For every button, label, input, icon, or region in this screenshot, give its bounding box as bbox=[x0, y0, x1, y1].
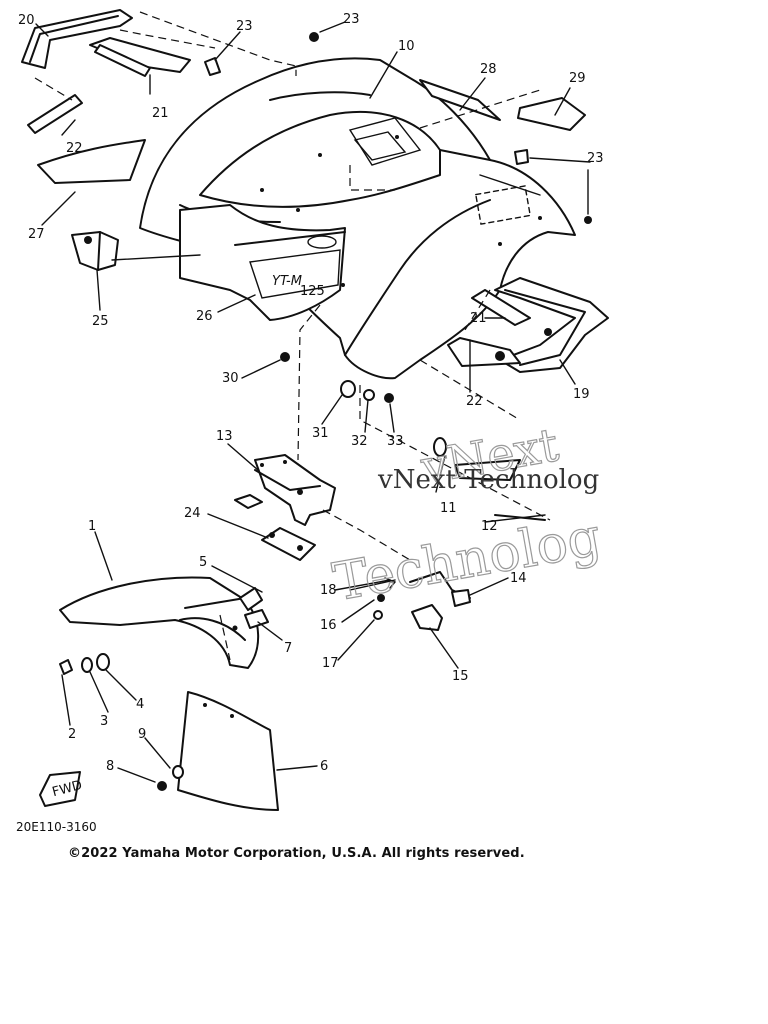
label-2: 2 bbox=[68, 727, 76, 742]
label-26: 26 bbox=[196, 309, 213, 324]
label-25: 25 bbox=[92, 314, 109, 329]
fasteners-bottom bbox=[59, 653, 184, 791]
part-mud-fender bbox=[59, 576, 269, 669]
label-14: 14 bbox=[510, 571, 527, 586]
part-pad-29 bbox=[517, 97, 586, 131]
part-grab-bar-right bbox=[447, 277, 609, 373]
part-decal: YT-M 125 bbox=[179, 204, 346, 321]
label-22b: 22 bbox=[466, 394, 483, 409]
label-8: 8 bbox=[106, 759, 114, 774]
part-strip-22-left bbox=[27, 94, 83, 134]
callout-labels: 20 21 22 27 23 23 10 28 29 23 25 26 30 2… bbox=[18, 12, 604, 774]
fasteners-top bbox=[204, 32, 592, 403]
label-1: 1 bbox=[88, 519, 96, 534]
label-18: 18 bbox=[320, 583, 337, 598]
label-10: 10 bbox=[398, 39, 415, 54]
label-23c: 23 bbox=[587, 151, 604, 166]
label-21b: 21 bbox=[470, 311, 487, 326]
label-13: 13 bbox=[216, 429, 233, 444]
label-30: 30 bbox=[222, 371, 239, 386]
part-bracket-13 bbox=[234, 454, 336, 526]
part-strip-28 bbox=[419, 79, 501, 121]
label-29: 29 bbox=[569, 71, 586, 86]
label-23a: 23 bbox=[236, 19, 253, 34]
part-switch bbox=[71, 231, 119, 271]
label-20: 20 bbox=[18, 13, 35, 28]
label-12: 12 bbox=[481, 519, 498, 534]
decal-number-text: 125 bbox=[300, 284, 325, 299]
part-plate-24 bbox=[261, 527, 316, 561]
label-11: 11 bbox=[440, 501, 457, 516]
label-17: 17 bbox=[322, 656, 339, 671]
part-grab-bar-left bbox=[21, 9, 191, 73]
label-27: 27 bbox=[28, 227, 45, 242]
label-24: 24 bbox=[184, 506, 201, 521]
label-33: 33 bbox=[387, 434, 404, 449]
part-strip-21-left bbox=[94, 44, 151, 77]
label-3: 3 bbox=[100, 714, 108, 729]
label-23b: 23 bbox=[343, 12, 360, 27]
label-32: 32 bbox=[351, 434, 368, 449]
watermark: vNext vNext Technolog Technolog bbox=[328, 417, 606, 614]
part-mud-flap bbox=[177, 691, 279, 811]
label-5: 5 bbox=[199, 555, 207, 570]
fwd-arrow: FWD bbox=[39, 771, 84, 807]
label-28: 28 bbox=[480, 62, 497, 77]
label-22a: 22 bbox=[66, 141, 83, 156]
watermark-line-2: vNext Technolog bbox=[377, 465, 599, 495]
label-6: 6 bbox=[320, 759, 328, 774]
part-rear-fender bbox=[139, 57, 576, 380]
label-4: 4 bbox=[136, 697, 144, 712]
label-9: 9 bbox=[138, 727, 146, 742]
label-7: 7 bbox=[284, 641, 292, 656]
label-19: 19 bbox=[573, 387, 590, 402]
label-21a: 21 bbox=[152, 106, 169, 121]
copyright-notice: ©2022 Yamaha Motor Corporation, U.S.A. A… bbox=[68, 846, 525, 861]
decal-model-text: YT-M bbox=[272, 274, 302, 289]
label-15: 15 bbox=[452, 669, 469, 684]
leader-lines bbox=[35, 21, 591, 783]
label-16: 16 bbox=[320, 618, 337, 633]
label-31: 31 bbox=[312, 426, 329, 441]
diagram-part-code: 20E110-3160 bbox=[16, 820, 97, 834]
part-decal-27 bbox=[37, 139, 146, 184]
